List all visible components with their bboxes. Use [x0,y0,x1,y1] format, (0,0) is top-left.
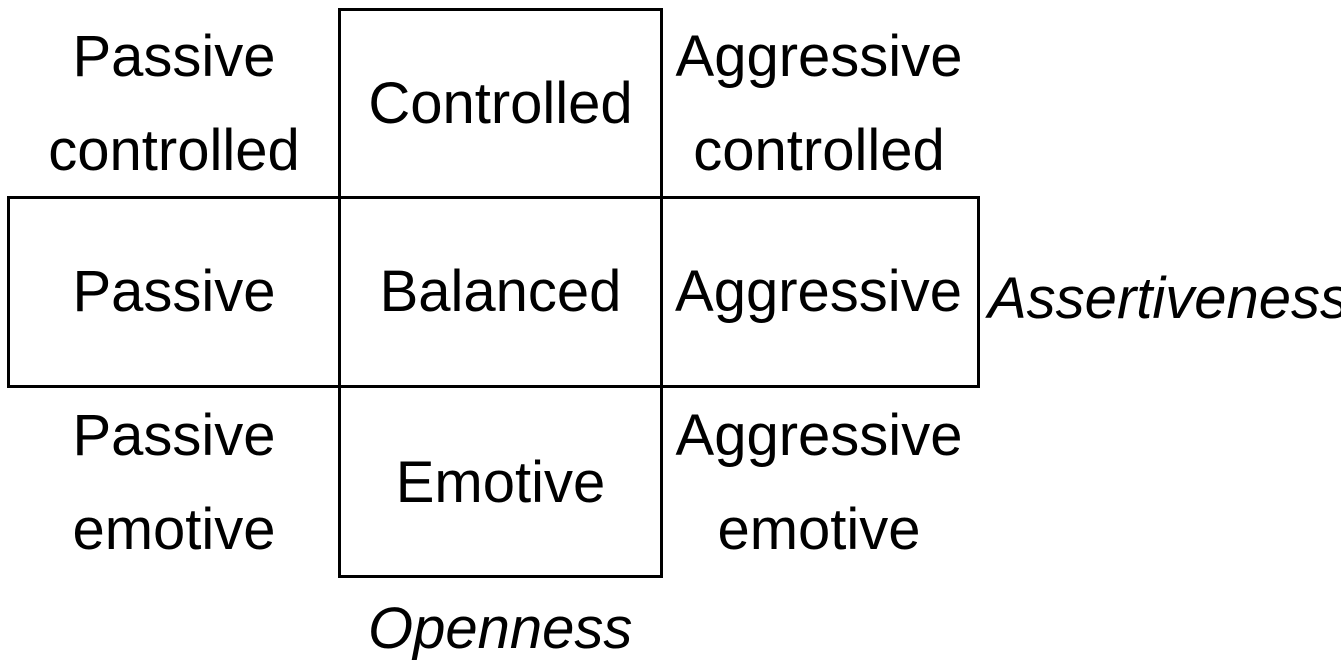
cell-passive-controlled: Passive controlled [48,24,300,183]
cell-aggressive: Aggressive [675,259,962,324]
openness-column-box [338,8,663,578]
cell-emotive: Emotive [395,450,606,515]
cell-aggressive-emotive: Aggressive emotive [675,403,963,562]
cell-aggressive-controlled: Aggressive controlled [675,24,963,183]
cell-passive: Passive [72,259,276,324]
assertiveness-row-box [7,196,980,388]
axis-label-assertiveness: Assertiveness [988,266,1341,331]
cell-controlled: Controlled [368,71,633,136]
cell-balanced: Balanced [379,259,622,324]
axis-label-openness: Openness [368,596,633,661]
cell-passive-emotive: Passive emotive [72,403,276,562]
